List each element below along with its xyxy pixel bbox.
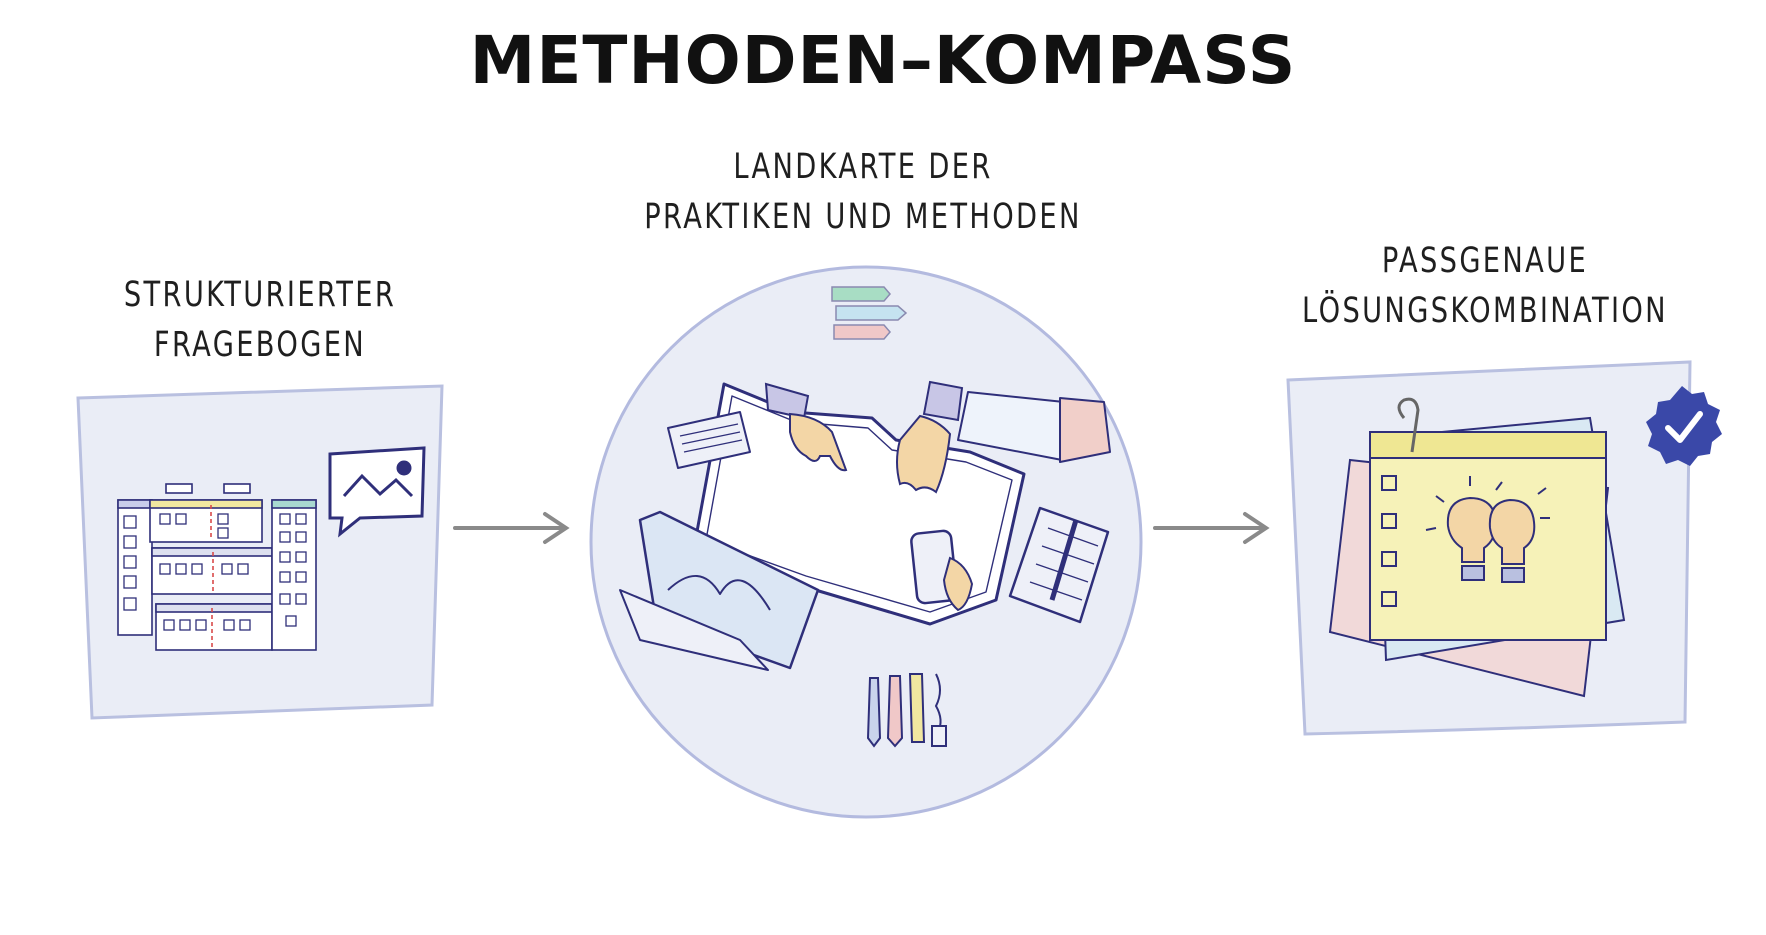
- step-3-caption-line1: PASSGENAUE: [1381, 241, 1589, 281]
- light-bulbs-icon: [1425, 476, 1550, 583]
- arrow-step-2-to-3: [1153, 512, 1270, 544]
- step-1-caption: STRUKTURIERTER FRAGEBOGEN: [104, 270, 416, 370]
- step-3-caption: PASSGENAUE LÖSUNGSKOMBINATION: [1251, 236, 1719, 336]
- step-2-caption-line1: LANDKARTE DER: [733, 147, 993, 187]
- step-2-caption: LANDKARTE DER PRAKTIKEN UND METHODEN: [629, 142, 1097, 242]
- signpost-icon: [831, 286, 908, 340]
- step-2-caption-line2: PRAKTIKEN UND METHODEN: [644, 197, 1082, 237]
- image-speech-bubble-icon: [328, 446, 426, 538]
- arrow-step-1-to-2: [453, 512, 570, 544]
- step-1-caption-line1: STRUKTURIERTER: [123, 275, 397, 315]
- questionnaire-board-icon: [117, 483, 317, 651]
- step-3-caption-line2: LÖSUNGSKOMBINATION: [1302, 291, 1668, 331]
- page-title: METHODEN–KOMPASS: [469, 22, 1297, 99]
- pens-icon: [866, 673, 947, 748]
- hands-icon: [764, 380, 974, 612]
- workshop-table-icon: [619, 382, 1111, 671]
- step-1-caption-line2: FRAGEBOGEN: [153, 325, 367, 365]
- verified-badge-icon: [1646, 386, 1722, 466]
